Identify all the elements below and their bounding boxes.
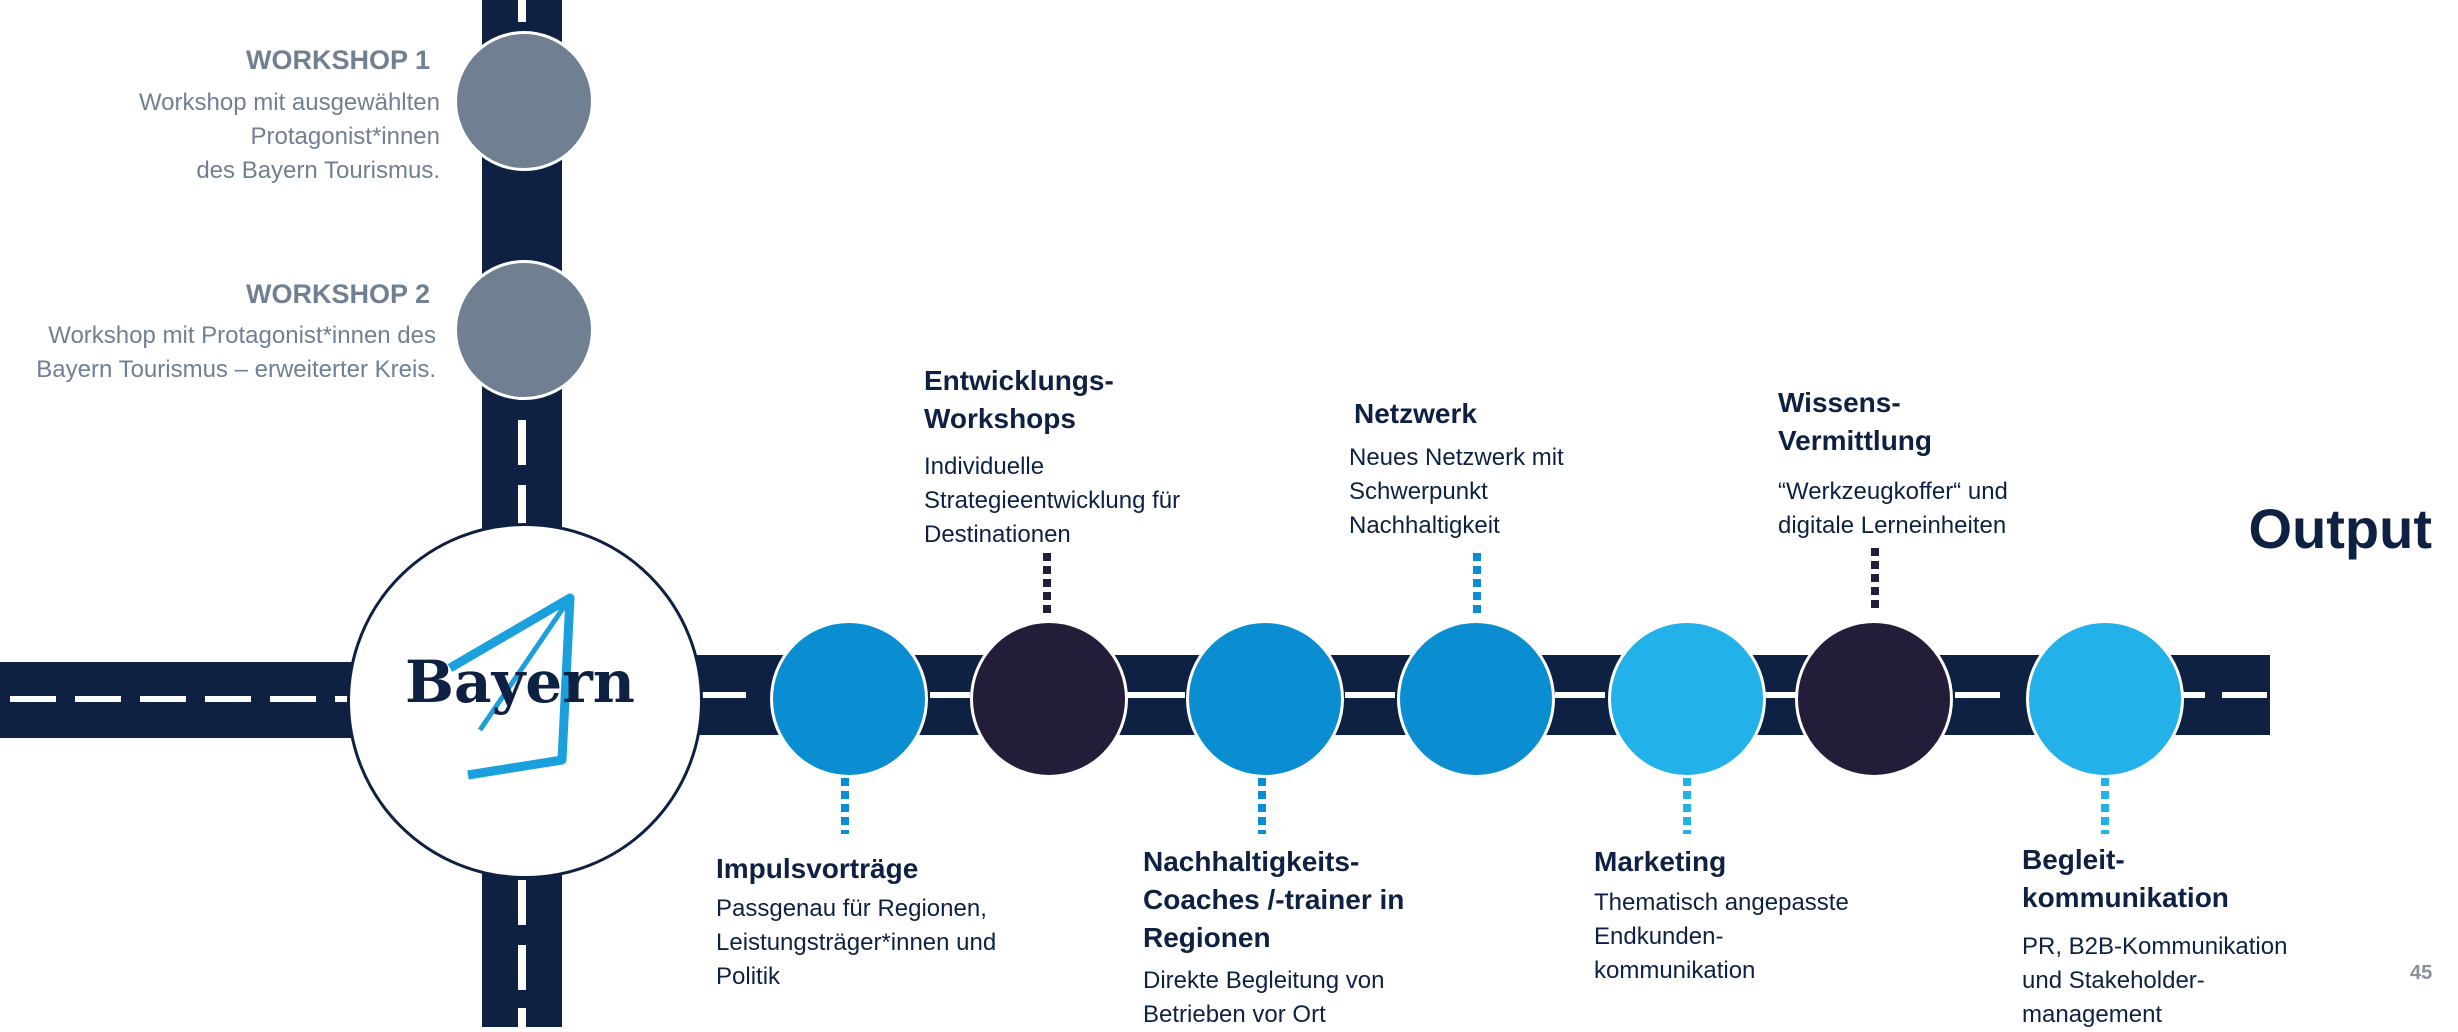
- step-begleitkommunikation-description: PR, B2B-Kommunikation und Stakeholder- m…: [2022, 933, 2288, 1028]
- road-dash: [10, 696, 56, 702]
- step-nachhaltigkeits-coaches-node: [1186, 620, 1344, 778]
- road-dash: [1345, 692, 1395, 698]
- horizontal-road-left: [0, 662, 400, 738]
- road-dash: [140, 696, 186, 702]
- road-dash: [75, 696, 121, 702]
- connector-dots: [1871, 548, 1879, 608]
- road-dash: [518, 1008, 526, 1027]
- step-impulsvortraege-title: Impulsvorträge: [716, 853, 919, 884]
- step-wissens-vermittlung-description: “Werkzeugkoffer“ und digitale Lerneinhei…: [1778, 478, 2008, 539]
- step-netzwerk-title: Netzwerk: [1354, 398, 1477, 429]
- road-dash: [2222, 692, 2267, 698]
- workshop-2-description: Workshop mit Protagonist*innen des Bayer…: [36, 322, 436, 383]
- bayern-logo-circle: [347, 523, 703, 879]
- step-entwicklungs-workshops-node: [970, 620, 1128, 778]
- road-dash: [270, 696, 316, 702]
- step-entwicklungs-workshops-title: Entwicklungs- Workshops: [924, 365, 1114, 434]
- bayern-logo-text: Bayern: [405, 648, 635, 716]
- step-begleitkommunikation-node: [2026, 620, 2184, 778]
- step-nachhaltigkeits-coaches-title: Nachhaltigkeits- Coaches /-trainer in Re…: [1143, 846, 1405, 953]
- connector-dots: [1258, 778, 1266, 834]
- step-impulsvortraege-description: Passgenau für Regionen, Leistungsträger*…: [716, 895, 997, 990]
- step-wissens-vermittlung-title: Wissens- Vermittlung: [1778, 387, 1933, 456]
- road-dash: [518, 880, 526, 925]
- step-marketing-title: Marketing: [1594, 846, 1727, 877]
- step-impulsvortraege-node: [770, 620, 928, 778]
- road-dash: [518, 420, 526, 465]
- connector-dots: [841, 778, 849, 834]
- workshop-1-node: [454, 31, 594, 171]
- connector-dots: [1683, 778, 1691, 834]
- road-dash: [1765, 692, 1805, 698]
- connector-dots: [1043, 553, 1051, 613]
- step-entwicklungs-workshops-description: Individuelle Strategieentwicklung für De…: [924, 453, 1181, 548]
- road-dash: [205, 696, 251, 702]
- connector-dots: [2101, 778, 2109, 834]
- workshop-2-node: [454, 260, 594, 400]
- connector-dots: [1473, 553, 1481, 613]
- step-wissens-vermittlung-node: [1795, 620, 1953, 778]
- step-marketing-description: Thematisch angepasste Endkunden- kommuni…: [1594, 889, 1849, 984]
- step-begleitkommunikation-title: Begleit- kommunikation: [2022, 844, 2229, 913]
- page-number: 45: [2410, 962, 2433, 984]
- bayern-logo-icon: [447, 593, 575, 780]
- road-dash: [1955, 692, 2000, 698]
- road-dash: [518, 0, 526, 22]
- step-nachhaltigkeits-coaches-description: Direkte Begleitung von Betrieben vor Ort: [1143, 967, 1385, 1028]
- step-marketing-node: [1608, 620, 1766, 778]
- step-netzwerk-description: Neues Netzwerk mit Schwerpunkt Nachhalti…: [1349, 444, 1564, 539]
- workshop-1-description: Workshop mit ausgewählten Protagonist*in…: [138, 89, 440, 184]
- output-label: Output: [2248, 497, 2432, 560]
- workshop-1-title: WORKSHOP 1: [245, 45, 430, 75]
- road-dash: [930, 692, 970, 698]
- workshop-2-title: WORKSHOP 2: [245, 279, 430, 309]
- road-dash: [1125, 692, 1185, 698]
- road-dash: [518, 485, 526, 525]
- step-netzwerk-node: [1397, 620, 1555, 778]
- road-dash: [700, 692, 746, 698]
- road-dash: [518, 945, 526, 990]
- road-dash: [1555, 692, 1605, 698]
